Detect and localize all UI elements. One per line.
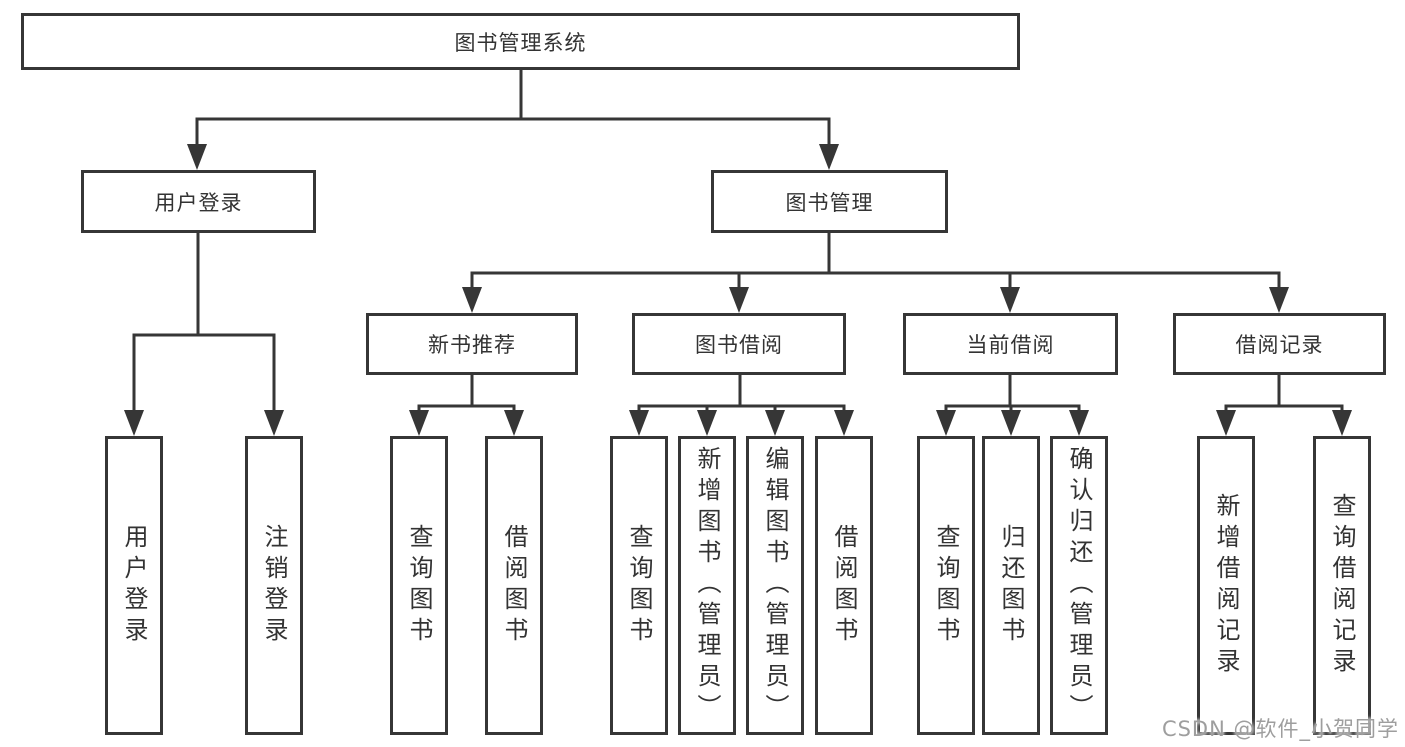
- leaf-add-book-admin: 新增图书（管理员）: [678, 436, 736, 735]
- node-current-borrow: 当前借阅: [903, 313, 1118, 375]
- node-new-book-recommend: 新书推荐: [366, 313, 578, 375]
- leaf-add-borrow-record: 新增借阅记录: [1197, 436, 1255, 735]
- leaf-query-books-2: 查询图书: [610, 436, 668, 735]
- leaf-query-borrow-record: 查询借阅记录: [1313, 436, 1371, 735]
- leaf-borrow-books-2: 借阅图书: [815, 436, 873, 735]
- leaf-logout: 注销登录: [245, 436, 303, 735]
- leaf-return-books: 归还图书: [982, 436, 1040, 735]
- node-user-login-group: 用户登录: [81, 170, 316, 233]
- leaf-confirm-return-admin: 确认归还（管理员）: [1050, 436, 1108, 735]
- leaf-borrow-books-1: 借阅图书: [485, 436, 543, 735]
- node-root: 图书管理系统: [21, 13, 1020, 70]
- leaf-query-books-1: 查询图书: [390, 436, 448, 735]
- watermark: CSDN @软件_小贺同学: [1161, 717, 1399, 741]
- node-book-management: 图书管理: [711, 170, 948, 233]
- leaf-query-books-3: 查询图书: [917, 436, 975, 735]
- node-book-borrow: 图书借阅: [632, 313, 846, 375]
- leaf-edit-book-admin: 编辑图书（管理员）: [746, 436, 804, 735]
- node-borrow-records: 借阅记录: [1173, 313, 1386, 375]
- leaf-user-login: 用户登录: [105, 436, 163, 735]
